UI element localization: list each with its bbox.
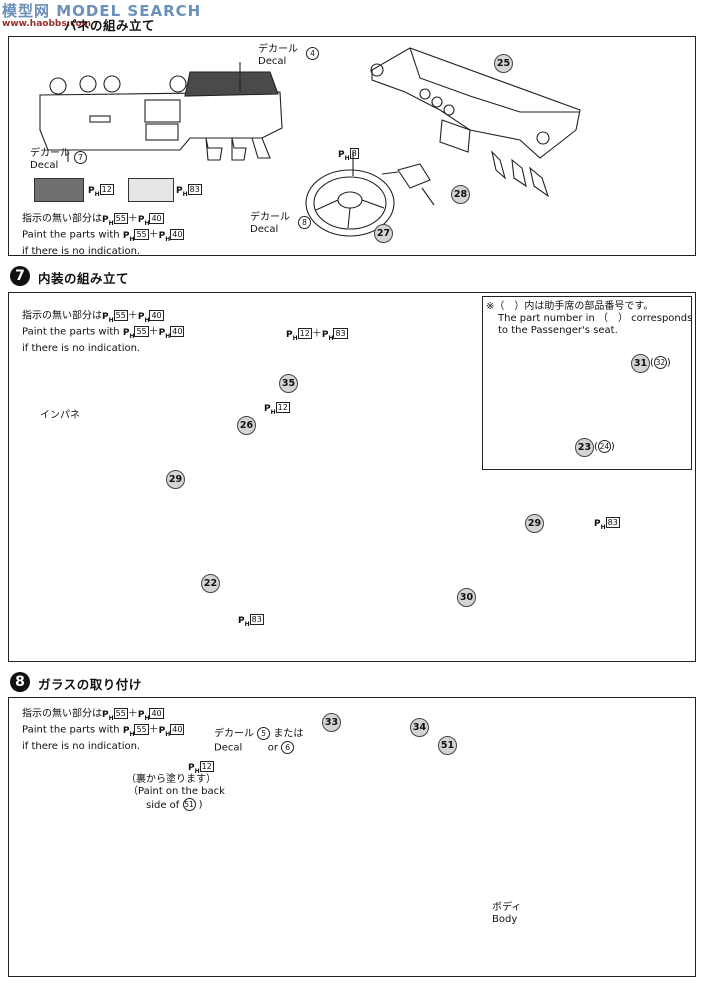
watermark-logo: 模型网 MODEL SEARCH	[2, 2, 202, 20]
part-22-callout: 22	[201, 574, 220, 593]
step8-title: ガラスの取り付け	[38, 677, 142, 692]
part-29-callout: 29	[166, 470, 185, 489]
part-25-callout: 25	[494, 54, 513, 73]
step6-panel	[8, 36, 696, 256]
paint-swatch-dark	[34, 178, 84, 202]
step7-number: 7	[10, 266, 30, 286]
part-32-callout: (32)	[650, 356, 671, 369]
step8-panel	[8, 697, 696, 977]
part-33-callout: 33	[322, 713, 341, 732]
step8-number: 8	[10, 672, 30, 692]
inpane-label: インパネ	[40, 410, 80, 421]
part-26-callout: 26	[237, 416, 256, 435]
part-34-callout: 34	[410, 718, 429, 737]
part-29b-callout: 29	[525, 514, 544, 533]
step7-title: 内装の組み立て	[38, 271, 130, 286]
steering-wheel-drawing	[305, 169, 395, 237]
dashboard-perspective-drawing	[370, 47, 581, 198]
step8-decal-label: デカール 5 または Decal or 6	[214, 727, 304, 754]
step6-title: パネの組み立て	[64, 18, 156, 33]
steering-column-drawing	[381, 163, 435, 206]
part-23-callout: 23	[575, 438, 594, 457]
dashboard-front-drawing	[39, 71, 283, 161]
part-31-callout: 31	[631, 354, 650, 373]
decal7-number: 7	[74, 151, 87, 164]
part-24-callout: (24)	[594, 440, 615, 453]
part-27-callout: 27	[374, 224, 393, 243]
part-51-callout: 51	[438, 736, 457, 755]
part-35-callout: 35	[279, 374, 298, 393]
decal8-number: 8	[298, 216, 311, 229]
paint-swatch-light	[128, 178, 174, 202]
part-30-callout: 30	[457, 588, 476, 607]
part-28-callout: 28	[451, 185, 470, 204]
decal4-number: 4	[306, 47, 319, 60]
watermark-url: www.haobbs.com	[2, 19, 92, 29]
passenger-note: ※（ ）内は助手席の部品番号です。 The part number in （ ）…	[486, 301, 693, 336]
paint-back-note: （裏から塗ります） （Paint on the back side of 51 …	[126, 774, 225, 811]
